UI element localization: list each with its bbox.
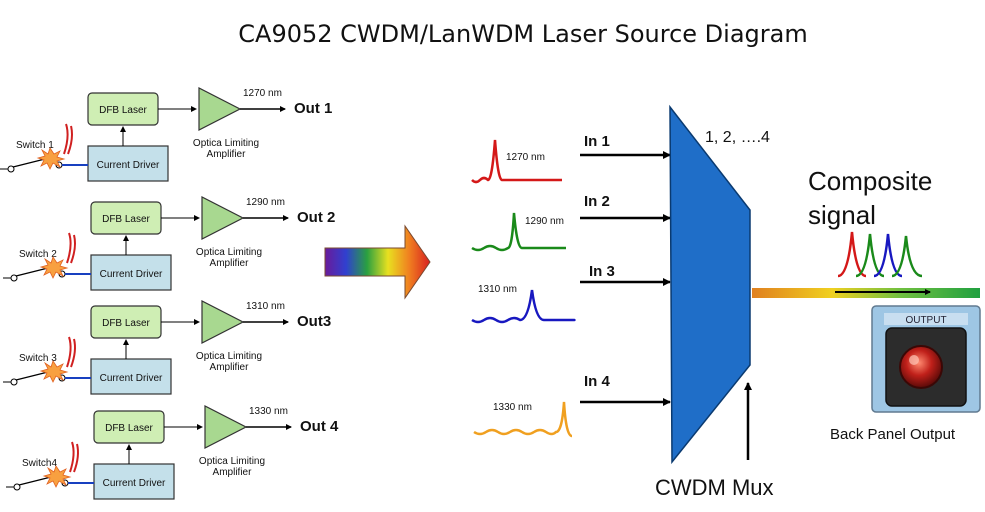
- switch-contact-left: [10, 378, 18, 386]
- limiting-amplifier: [201, 300, 245, 344]
- input-wavelength-label: 1270 nm: [506, 152, 545, 163]
- input-label: In 4: [584, 373, 610, 390]
- composite-label-line1: Composite: [808, 166, 932, 196]
- current-driver-box: [90, 254, 172, 291]
- mux-input-4: 1330 nm In 4: [473, 373, 671, 438]
- output-label: Out 2: [297, 209, 335, 226]
- current-driver-label: Current Driver: [103, 478, 166, 489]
- input-label: In 1: [584, 133, 610, 150]
- limiting-amplifier: [198, 87, 242, 131]
- mux-input-1: 1270 nm In 1: [471, 133, 671, 184]
- amplifier-label-1: Optica Limiting: [199, 456, 265, 467]
- switch-label: Switch 2: [19, 249, 57, 260]
- composite-label-line2: signal: [808, 200, 876, 230]
- current-driver-label: Current Driver: [97, 160, 160, 171]
- output-label: Out3: [297, 313, 331, 330]
- current-driver-label: Current Driver: [100, 269, 163, 280]
- wavelength-label: 1310 nm: [246, 301, 285, 312]
- hand-mark: [63, 123, 73, 155]
- switch-label: Switch4: [22, 458, 57, 469]
- output-panel-header: OUTPUT: [905, 315, 946, 326]
- mux-input-2: 1290 nm In 2: [471, 193, 671, 252]
- limiting-amplifier: [201, 196, 245, 240]
- input-wavelength-label: 1310 nm: [478, 284, 517, 295]
- output-label: Out 1: [294, 100, 332, 117]
- input-waveform: [471, 212, 566, 252]
- mux-label: CWDM Mux: [655, 475, 774, 500]
- current-driver-box: [87, 145, 169, 182]
- output-led: [899, 345, 943, 389]
- wavelength-label: 1330 nm: [249, 406, 288, 417]
- hand-mark: [66, 232, 76, 264]
- dfb-laser-label: DFB Laser: [102, 318, 150, 329]
- diagram-title: CA9052 CWDM/LanWDM Laser Source Diagram: [238, 20, 808, 48]
- amplifier-label-2: Amplifier: [210, 362, 250, 373]
- dfb-laser-label: DFB Laser: [102, 214, 150, 225]
- limiting-amplifier: [204, 405, 248, 449]
- spectrum-arrow: [324, 224, 431, 300]
- input-waveform: [471, 289, 576, 324]
- wavelength-label: 1290 nm: [246, 197, 285, 208]
- composite-waveforms: [837, 231, 923, 278]
- output-label: Out 4: [300, 418, 339, 435]
- switch-contact-left: [13, 483, 21, 491]
- input-waveform: [473, 401, 573, 438]
- switch-contact-left: [7, 165, 15, 173]
- input-label: In 2: [584, 193, 610, 210]
- mux-input-3: 1310 nm In 3: [471, 263, 671, 324]
- cwdm-mux: [669, 104, 751, 465]
- amplifier-label-2: Amplifier: [207, 149, 247, 160]
- current-driver-box: [93, 463, 175, 500]
- mux-ports-label: 1, 2, ….4: [705, 129, 770, 146]
- switch-label: Switch 1: [16, 140, 54, 151]
- mux-inputs: 1270 nm In 1 1290 nm In 2 1310 nm In 3 1330 nm…: [471, 133, 671, 438]
- input-wavelength-label: 1290 nm: [525, 216, 564, 227]
- amplifier-label-2: Amplifier: [213, 467, 253, 478]
- dfb-laser-label: DFB Laser: [105, 423, 153, 434]
- spark-icon: [39, 256, 69, 279]
- input-label: In 3: [589, 263, 615, 280]
- hand-mark: [66, 336, 76, 368]
- output-panel-caption: Back Panel Output: [830, 426, 956, 443]
- current-driver-box: [90, 358, 172, 395]
- switch-label: Switch 3: [19, 353, 57, 364]
- amplifier-label-1: Optica Limiting: [196, 351, 262, 362]
- spark-icon: [42, 465, 72, 488]
- hand-mark: [69, 441, 79, 473]
- current-driver-label: Current Driver: [100, 373, 163, 384]
- input-waveform: [471, 139, 562, 184]
- amplifier-label-2: Amplifier: [210, 258, 250, 269]
- amplifier-label-1: Optica Limiting: [196, 247, 262, 258]
- amplifier-label-1: Optica Limiting: [193, 138, 259, 149]
- input-wavelength-label: 1330 nm: [493, 402, 532, 413]
- dfb-laser-label: DFB Laser: [99, 105, 147, 116]
- output-panel: OUTPUT: [871, 305, 981, 413]
- wavelength-label: 1270 nm: [243, 88, 282, 99]
- switch-contact-left: [10, 274, 18, 282]
- spark-icon: [39, 360, 69, 383]
- spark-icon: [36, 147, 66, 170]
